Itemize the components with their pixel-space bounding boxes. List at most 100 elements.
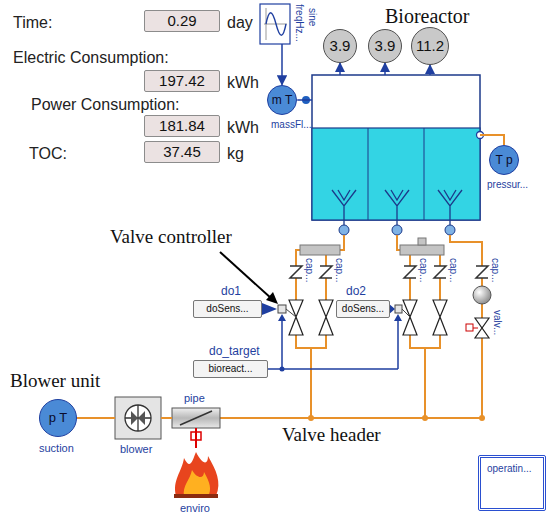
connector (161, 417, 172, 419)
fluid-piping (479, 415, 485, 421)
fire-symbol (174, 494, 218, 498)
part-name: cap... (489, 258, 501, 282)
signal-name: do2 (346, 284, 366, 298)
sine-block (264, 8, 287, 40)
fire-symbol (175, 452, 218, 496)
instance-name: blower (120, 443, 152, 456)
bioreactor-vessel (312, 75, 480, 220)
sine-source: freqHz...sine (260, 4, 290, 44)
unit-label: kg (227, 144, 244, 163)
connector (429, 65, 431, 75)
signal-name: do_target (209, 344, 260, 358)
sine-block (260, 4, 290, 44)
callout-arrow (220, 252, 278, 304)
connector (195, 428, 197, 448)
suction-boundary: p Tsuction (39, 399, 77, 437)
instance-name: doSens... (342, 303, 384, 315)
tee-junction (300, 245, 340, 255)
display-value: 11.2 (416, 37, 444, 55)
connector (281, 44, 283, 85)
connector (297, 99, 312, 101)
sensor-symbol: T p (495, 153, 512, 167)
blower-symbol (125, 405, 151, 431)
display-caption: Power Consumption: (31, 95, 180, 114)
instance-name: massFl... (271, 119, 312, 131)
unit-label: kWh (227, 73, 259, 92)
signal-name: do1 (221, 284, 241, 298)
instance-name: pipe (184, 392, 205, 405)
valve-controller (278, 305, 286, 313)
part-name: cap... (417, 258, 429, 282)
display-value: 181.84 (159, 117, 205, 135)
fire-symbol (184, 470, 210, 496)
signal-wire (280, 367, 285, 372)
blower-box: blower (115, 397, 161, 439)
tee-junction (418, 238, 426, 245)
callout-label: Valve header (282, 424, 381, 447)
valve-controller (395, 305, 402, 313)
bioreactor-title: Bioreactor (385, 4, 469, 28)
display-circle: 11.2 (411, 27, 449, 65)
instance-name: pressur... (487, 179, 528, 191)
instance-name: sine (306, 8, 318, 26)
callout-arrow (266, 292, 278, 304)
connector (77, 417, 115, 419)
bioreactor-vessel (339, 225, 349, 235)
display-box: Time:0.29day (144, 10, 220, 32)
connector (480, 135, 504, 145)
blower-symbol (125, 405, 151, 431)
sensor-symbol: p T (49, 410, 68, 426)
signal-wire (268, 316, 398, 369)
display-value: 3.9 (330, 37, 351, 55)
bioreactor-vessel (332, 190, 462, 220)
fluid-piping (308, 415, 314, 421)
bioreactor-tank: Bioreactor (312, 75, 480, 220)
display-caption: Time: (13, 13, 52, 32)
tee-junction (400, 245, 444, 255)
display-circle: 3.9 (323, 29, 357, 63)
signal-wire (262, 303, 395, 315)
fluid-piping (422, 415, 428, 421)
signal-wire (262, 303, 402, 372)
sensor-block: do2doSens... (336, 300, 390, 318)
volume-sphere (473, 286, 491, 304)
pressure-boundary: T ppressur... (489, 145, 519, 175)
display-value: 37.45 (163, 143, 201, 161)
sensor-symbol: m T (272, 93, 292, 107)
unit-label: kWh (227, 118, 259, 137)
display-box: Power Consumption:181.84kWh (144, 115, 220, 137)
instance-name: operatin... (487, 463, 531, 475)
setpoint-block: do_targetbioreact... (193, 360, 268, 378)
instance-name: doSens... (206, 303, 248, 315)
display-caption: TOC: (29, 144, 67, 163)
tee-junction (300, 238, 444, 255)
callout-label: Blower unit (10, 370, 100, 393)
sine-block (260, 4, 290, 44)
display-box: TOC:37.45kg (144, 141, 220, 163)
instance-name: suction (39, 442, 74, 455)
settings-box: operatin... (478, 455, 546, 511)
control-valve (289, 300, 489, 338)
bioreactor-vessel (312, 128, 480, 220)
instance-name: bioreact... (209, 363, 253, 375)
control-valve (466, 324, 473, 331)
pipe-symbol (180, 411, 212, 425)
display-value: 3.9 (375, 37, 396, 55)
display-value: 0.29 (167, 12, 196, 30)
bioreactor-vessel (445, 225, 455, 235)
bioreactor-vessel (312, 75, 480, 235)
bioreactor-vessel (368, 128, 424, 220)
pipe-symbol (172, 408, 220, 428)
display-caption: Electric Consumption: (13, 48, 169, 67)
flow-source: m TmassFl... (267, 85, 297, 115)
callout-label: Valve controller (110, 226, 232, 249)
instance-name: enviro (180, 502, 210, 515)
part-name: cap... (447, 258, 459, 282)
environment-box: enviro (172, 448, 220, 498)
pipe-box: pipe (172, 408, 220, 428)
volume-sphere (473, 286, 491, 304)
display-box: Electric Consumption:197.42kWh (144, 70, 220, 92)
